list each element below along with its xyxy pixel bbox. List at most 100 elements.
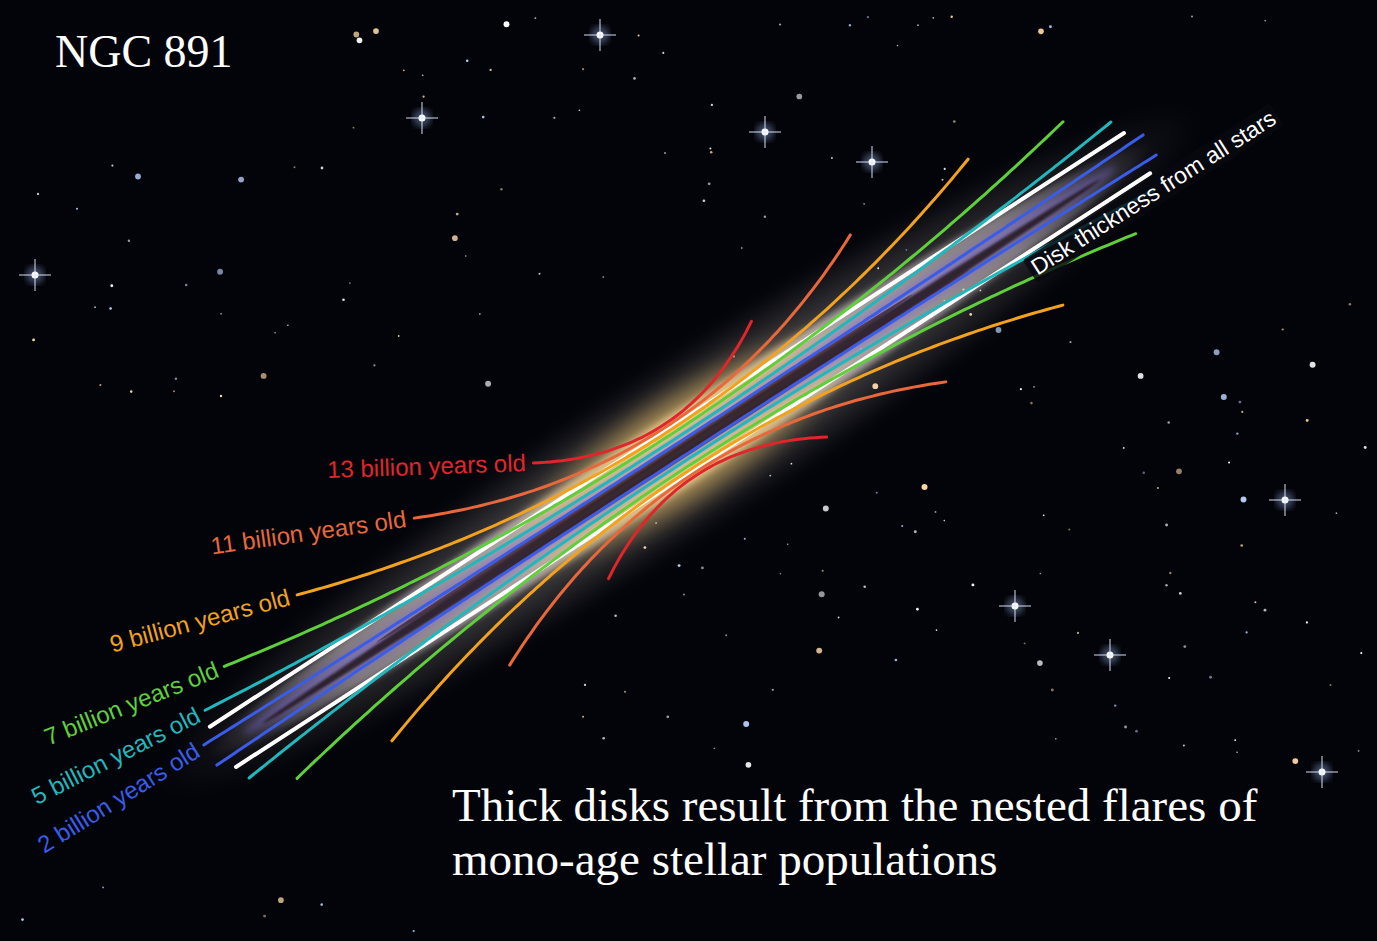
flare-curve (587, 404, 826, 578)
star (971, 583, 974, 586)
star (111, 165, 113, 167)
star (711, 104, 713, 106)
star (713, 748, 715, 750)
star (342, 298, 345, 301)
star (1183, 745, 1185, 747)
star (1238, 401, 1241, 404)
flare-curve (533, 321, 772, 495)
star (666, 715, 669, 718)
bright-star (999, 590, 1031, 622)
star (109, 307, 112, 310)
star (633, 77, 636, 80)
star (772, 689, 774, 691)
star (1123, 447, 1125, 449)
star (1077, 632, 1079, 634)
star (1292, 758, 1298, 764)
star (787, 543, 789, 545)
star (261, 373, 267, 379)
star (1165, 584, 1168, 587)
star (1157, 487, 1159, 489)
star (130, 390, 133, 393)
star (482, 116, 485, 119)
star (1033, 386, 1035, 388)
disk-thickness-line (236, 173, 1150, 767)
star (1282, 328, 1284, 330)
star (1069, 341, 1071, 343)
star (99, 384, 101, 386)
star (1024, 642, 1026, 644)
flare-curves (163, 72, 1198, 829)
star (413, 930, 415, 932)
star (1183, 645, 1186, 648)
star (1264, 20, 1266, 22)
star (1051, 689, 1054, 692)
star (943, 520, 945, 522)
star (741, 247, 743, 249)
star (823, 506, 829, 512)
star (831, 157, 833, 159)
star (916, 608, 919, 611)
star (175, 377, 178, 380)
star (1241, 411, 1243, 413)
star (1214, 349, 1220, 355)
star (936, 629, 938, 631)
bright-star (1269, 484, 1301, 516)
star (403, 70, 405, 72)
star (479, 313, 481, 315)
star (185, 284, 187, 286)
star (263, 915, 266, 918)
star (579, 109, 581, 111)
bright-star (584, 19, 616, 51)
star (683, 593, 685, 595)
star (94, 306, 96, 308)
star (944, 168, 946, 170)
star (452, 235, 458, 241)
star (1169, 572, 1171, 574)
flare-curve (234, 166, 1155, 778)
star (863, 586, 866, 589)
star (664, 152, 666, 154)
star (504, 21, 510, 27)
star (274, 332, 276, 334)
star (678, 564, 681, 567)
flare-curve (270, 193, 1135, 779)
star (780, 573, 782, 575)
star (1068, 529, 1070, 531)
star (796, 94, 802, 100)
star (1246, 631, 1248, 633)
star (357, 37, 363, 43)
star (743, 721, 749, 727)
star (710, 151, 713, 154)
star (1038, 28, 1044, 34)
star (917, 24, 919, 26)
star (1310, 362, 1316, 368)
star (173, 390, 175, 392)
star (220, 313, 222, 315)
star (746, 762, 752, 768)
star (1264, 609, 1267, 612)
age-label: 11 billion years old (209, 505, 408, 560)
star (602, 737, 605, 740)
star (21, 918, 24, 921)
bright-star (1094, 639, 1126, 671)
star (953, 120, 956, 123)
star (1039, 573, 1041, 575)
star (1191, 15, 1193, 17)
star (602, 276, 604, 278)
star (1020, 388, 1022, 390)
star (725, 634, 727, 636)
star (1114, 704, 1116, 706)
star (849, 24, 851, 26)
star (110, 284, 113, 287)
figure-caption: Thick disks result from the nested flare… (452, 778, 1367, 886)
star (922, 484, 928, 490)
star (1138, 373, 1144, 379)
star (32, 338, 35, 341)
flare-curve (214, 151, 1156, 765)
star (867, 16, 869, 18)
star (485, 381, 491, 387)
star (373, 364, 375, 366)
star (278, 897, 284, 903)
star (37, 193, 39, 195)
